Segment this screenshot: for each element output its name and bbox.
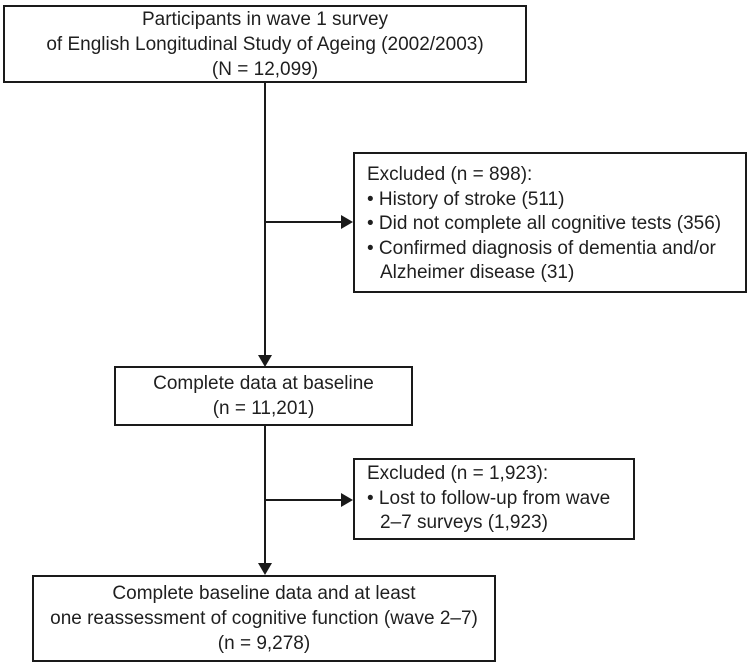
box-final-sample: Complete baseline data and at least one … xyxy=(32,575,496,662)
box-final-line: Complete baseline data and at least xyxy=(112,583,416,604)
box-wave1-line: (N = 12,099) xyxy=(211,58,319,80)
box-wave1-line: of English Longitudinal Study of Ageing … xyxy=(46,33,484,55)
box-excluded-baseline: Excluded (n = 898): • History of stroke … xyxy=(353,152,747,293)
box-final-line: (n = 9,278) xyxy=(217,633,311,654)
box-wave1-line: Participants in wave 1 survey xyxy=(141,8,389,30)
box-baseline-line: (n = 11,201) xyxy=(212,398,315,419)
excluded2-heading: Excluded (n = 1,923): xyxy=(367,463,549,484)
excluded1-bullet: • Confirmed diagnosis of dementia and/or xyxy=(367,237,716,259)
arrowhead-down-final xyxy=(258,563,272,575)
excluded2-bullet-continuation: 2–7 surveys (1,923) xyxy=(380,512,548,533)
box-wave1-participants: Participants in wave 1 survey of English… xyxy=(3,5,527,83)
excluded1-bullet: • Did not complete all cognitive tests (… xyxy=(367,213,722,234)
excluded2-bullet: • Lost to follow-up from wave xyxy=(367,487,611,509)
connector-to-excluded1-line xyxy=(265,221,343,223)
connector-baseline-to-final-line xyxy=(264,426,266,564)
box-excluded-followup: Excluded (n = 1,923): • Lost to follow-u… xyxy=(353,458,635,540)
connector-wave1-to-baseline-line xyxy=(264,83,266,356)
excluded1-bullet-continuation: Alzheimer disease (31) xyxy=(380,262,575,283)
arrowhead-right-excluded2 xyxy=(341,493,353,507)
box-baseline-line: Complete data at baseline xyxy=(153,373,374,394)
arrowhead-right-excluded1 xyxy=(341,215,353,229)
arrowhead-down-baseline xyxy=(258,355,272,367)
excluded1-heading: Excluded (n = 898): xyxy=(367,164,533,185)
box-complete-baseline: Complete data at baseline (n = 11,201) xyxy=(114,366,413,426)
box-final-line: one reassessment of cognitive function (… xyxy=(50,608,478,629)
connector-to-excluded2-line xyxy=(265,499,343,501)
excluded1-bullet: • History of stroke (511) xyxy=(367,188,565,210)
